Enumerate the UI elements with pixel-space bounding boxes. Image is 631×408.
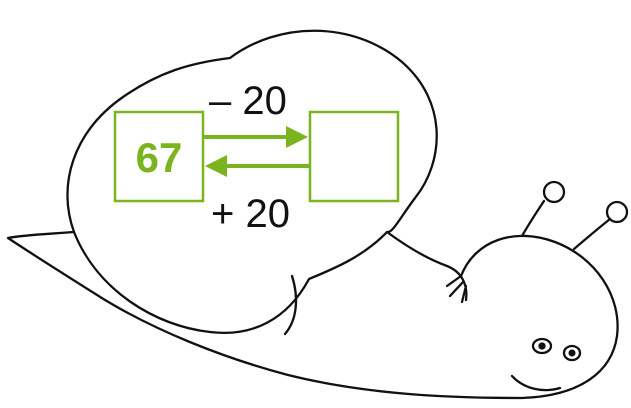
snail-right-pupil — [570, 351, 575, 356]
snail-head — [461, 236, 618, 398]
forward-arrow — [203, 126, 308, 148]
result-box[interactable] — [310, 112, 398, 201]
snail-right-antenna-tip — [607, 202, 627, 222]
forward-operation-label: – 20 — [209, 79, 287, 123]
snail-left-pupil — [540, 344, 545, 349]
number-machine: 67 – 20 + 20 — [115, 79, 398, 236]
snail-drawing — [8, 31, 627, 398]
snail-tail — [8, 232, 522, 398]
backward-operation-label: + 20 — [211, 192, 290, 236]
start-value: 67 — [136, 134, 183, 181]
snail-left-antenna-tip — [544, 182, 564, 202]
snail-right-antenna — [574, 219, 610, 249]
snail-left-antenna — [522, 201, 544, 236]
backward-arrow — [205, 155, 310, 177]
snail-mouth — [512, 376, 560, 390]
